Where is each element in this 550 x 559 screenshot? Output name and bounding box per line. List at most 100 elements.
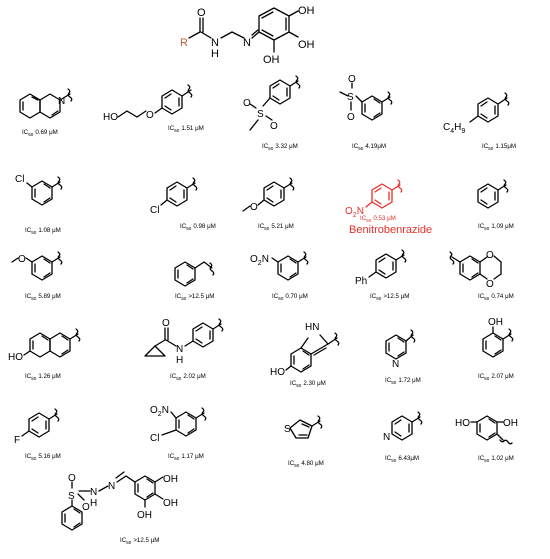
ph-label: Ph — [355, 276, 367, 287]
oh-top-label: OH — [298, 5, 315, 17]
phenol-oh-label: OH — [488, 317, 503, 328]
oh-right-label: OH — [298, 39, 315, 51]
c4h9-label: C4H9 — [443, 122, 465, 135]
carbonyl-o-label: O — [197, 7, 206, 19]
sulfonyl-s-label: S — [68, 491, 75, 502]
r-group-label: R — [180, 37, 188, 49]
indole-n-label: HN — [305, 322, 319, 333]
amide-h-label: H — [211, 48, 219, 60]
dioxane-o1-label: O — [486, 250, 494, 261]
pyridine-n-label-2: N — [383, 432, 390, 443]
header-structure: R O N H N OH OH OH — [180, 5, 315, 66]
indole-oh-label: HO — [270, 367, 285, 378]
cl-label-3: Cl — [150, 433, 159, 444]
ic50-label-26: IC50>12.5 μM — [120, 537, 159, 545]
hq-oh-left-label: HO — [455, 418, 470, 429]
amide-n-label: N — [211, 37, 219, 49]
quinoline-n-label: N — [58, 96, 65, 107]
amide-o-label: O — [162, 318, 170, 329]
ic50-label-14: IC50>12.5 μM — [370, 293, 409, 301]
sh-oh-bottom-label: OH — [137, 510, 152, 521]
oh-bottom-label: OH — [263, 54, 280, 66]
sh-oh-right-label: OH — [163, 498, 178, 509]
nitro-label-highlight: O2N — [345, 206, 364, 219]
cl-label-1: Cl — [15, 174, 24, 185]
compound-biphenyl: Ph IC50>12.5 μM — [355, 249, 409, 301]
hydrazone-h-label: H — [90, 498, 97, 509]
compound-sulfonylhydrazone: S O O N H N OH OH OH IC50>12.5 μM — [61, 471, 178, 545]
hq-oh-right-label: OH — [503, 418, 518, 429]
amide-n-label-2: N — [176, 344, 183, 355]
hydrazone-n2-label: N — [108, 481, 115, 492]
methoxy-o-label-2: O — [18, 254, 26, 265]
sh-oh-top-label: OH — [163, 474, 178, 485]
nitro-label-2: O2N — [150, 405, 169, 418]
ether-o-label: O — [146, 110, 154, 121]
ho-label: HO — [103, 112, 118, 123]
naphthol-oh-label: HO — [8, 352, 23, 363]
methoxy-o-label-1: O — [250, 202, 258, 213]
hydrazone-n1-label: N — [90, 487, 97, 498]
sulfone-o1-label-1: O — [243, 98, 251, 109]
sulfone-o2-label-1: O — [270, 121, 278, 132]
nitro-label-1: O2N — [250, 254, 269, 267]
ic50-label-12: IC50>12.5 μM — [175, 293, 214, 301]
sulfonyl-o1-label: O — [68, 473, 76, 484]
highlight-name: Benitrobenrazide — [349, 224, 432, 236]
compound-benzyl: IC50>12.5 μM — [174, 261, 215, 301]
cl-label-2: Cl — [150, 205, 159, 216]
sulfonyl-o2-label: O — [82, 502, 90, 513]
pyridine-n-label-1: N — [392, 359, 399, 370]
amide-h-label-2: H — [176, 355, 183, 366]
thiophene-s-bg: █ — [282, 421, 290, 435]
f-label: F — [14, 435, 20, 446]
sulfone-s-label-1: S — [257, 109, 264, 120]
sulfone-o1-label-2: O — [347, 112, 355, 123]
